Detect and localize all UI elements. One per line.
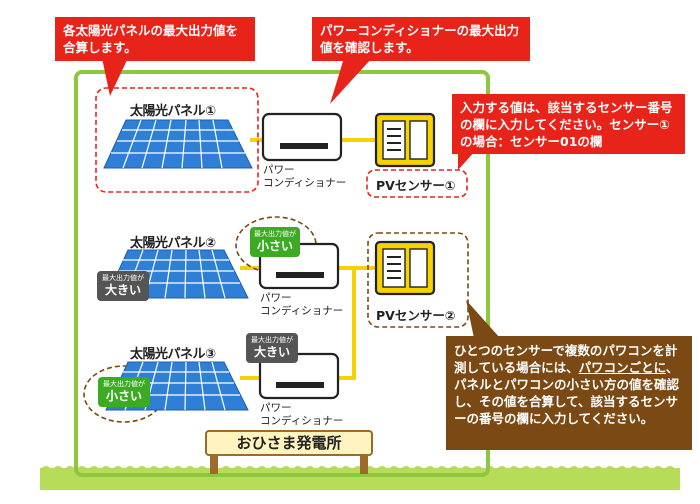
callout-pointer-multi [466, 300, 500, 338]
pc-label-2-line2: コンディショナー [260, 305, 344, 317]
sensor2-group [367, 232, 469, 328]
pc-label-3: パワー コンディショナー [260, 402, 343, 428]
pv-sensor-1 [374, 112, 436, 168]
tag-panel2-large-value: 大きい [104, 283, 141, 297]
tag-pcs2-small-caption: 最大出力値が [254, 230, 296, 238]
pc-label-1-line1: パワー [263, 164, 295, 176]
panel-label-1: 太陽光パネル① [130, 104, 216, 119]
callout-pointer-pcs [330, 58, 372, 104]
panel-label-2: 太陽光パネル② [130, 236, 216, 251]
sensor1-highlight [366, 169, 468, 198]
tag-pcs2-small: 最大出力値が 小さい [250, 227, 300, 257]
pc-label-3-line1: パワー [260, 402, 292, 414]
tag-panel3-small: 最大出力値が 小さい [98, 377, 150, 407]
tag-panel2-large: 最大出力値が 大きい [97, 271, 149, 301]
power-conditioner-3 [258, 352, 340, 400]
tag-panel3-small-value: 小さい [105, 389, 142, 403]
pc-label-1: パワー コンディショナー [263, 164, 346, 190]
solar-panel-1 [103, 119, 253, 169]
callout-multi-pcs-emph: パワコンごとに [578, 360, 666, 375]
plant-sign: おひさま発電所 [205, 430, 373, 456]
panel1-highlight [95, 87, 259, 193]
pc-label-3-line2: コンディショナー [260, 415, 344, 427]
callout-sensor-input: 入力する値は、該当するセンサー番号の欄に入力してください。センサー①の場合：セン… [452, 94, 685, 154]
callout-multi-pcs-pre: ひとつのセンサーで複数のパワコンを計測している場合には、 [454, 343, 678, 375]
tag-pcs3-large-caption: 最大出力値が [251, 336, 293, 344]
panel-label-3: 太陽光パネル③ [130, 347, 216, 362]
pv-sensor-2 [374, 240, 436, 296]
pv-sensor-label-1: PVセンサー① [376, 178, 456, 193]
callout-pcs-max: パワーコンディショナーの最大出力値を確認します。 [312, 17, 530, 61]
callout-multi-pcs: ひとつのセンサーで複数のパワコンを計測している場合には、パワコンごとに、パネルと… [446, 336, 692, 450]
tag-panel2-large-caption: 最大出力値が [102, 274, 144, 282]
callout-multi-pcs-post: 、パネルとパワコンの小さい方の値を確認し、その値を合算して、該当するセンサーの番… [454, 360, 680, 426]
callout-pointer-panels [102, 58, 128, 96]
pc-label-2: パワー コンディショナー [260, 292, 343, 318]
power-conditioner-1 [261, 112, 343, 162]
tag-pcs3-large-value: 大きい [253, 345, 290, 359]
tag-panel3-small-caption: 最大出力値が [103, 380, 145, 388]
pv-sensor-label-2: PVセンサー② [376, 308, 456, 323]
plant-frame [74, 70, 490, 477]
tag-pcs2-small-value: 小さい [256, 239, 293, 253]
pc-label-2-line1: パワー [260, 292, 292, 304]
tag-pcs3-large: 最大出力値が 大きい [246, 333, 298, 363]
pc-label-1-line2: コンディショナー [263, 177, 347, 189]
sign-posts [210, 450, 368, 474]
callout-panels-max: 各太陽光パネルの最大出力値を合算します。 [55, 17, 255, 61]
